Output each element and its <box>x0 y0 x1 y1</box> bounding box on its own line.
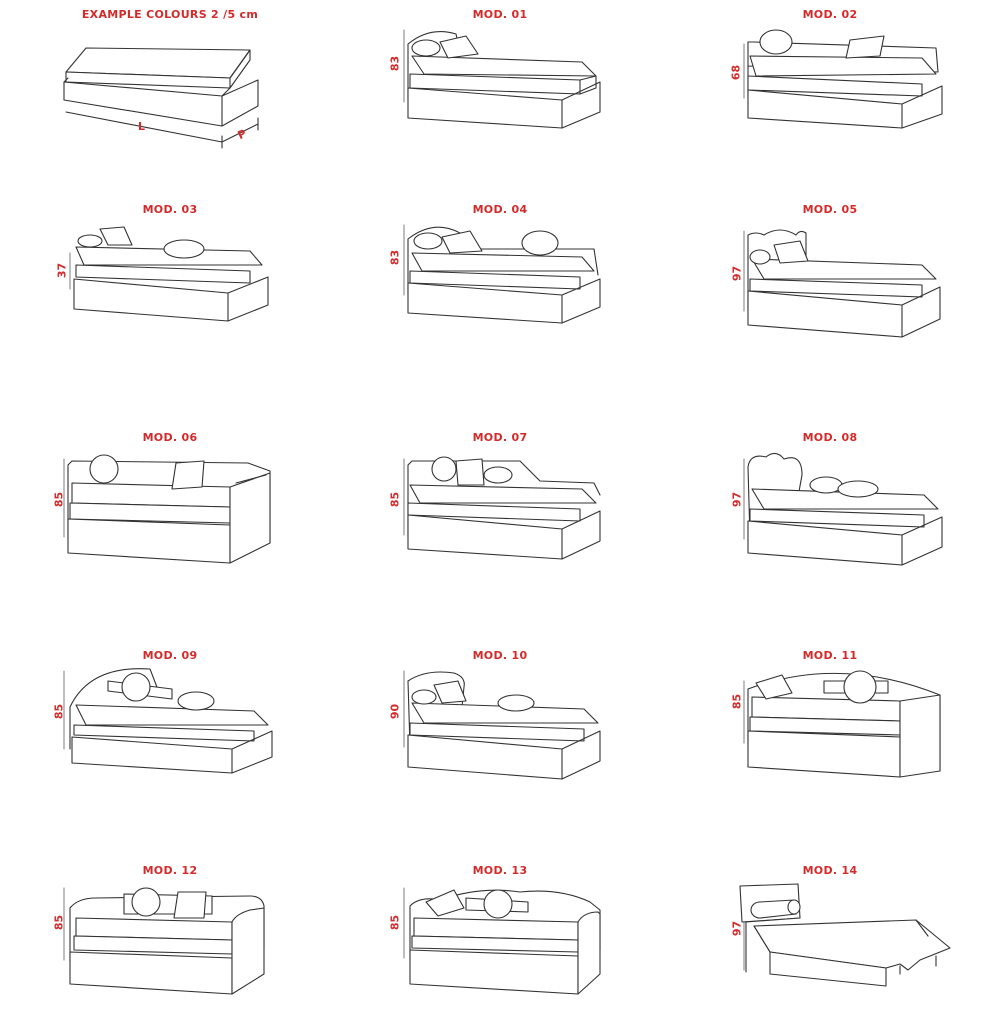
bed-drawing-mod-06 <box>63 454 271 564</box>
model-cell-mod-05: MOD. 05 97 <box>660 195 1000 375</box>
model-title: MOD. 07 <box>472 431 528 444</box>
model-title: MOD. 02 <box>802 8 858 21</box>
model-title: MOD. 14 <box>802 864 858 877</box>
example-bed-drawing <box>63 47 259 149</box>
bed-drawing-mod-12 <box>63 887 265 995</box>
model-title: MOD. 01 <box>472 8 528 21</box>
bed-drawing-mod-02 <box>743 29 943 129</box>
model-cell-mod-10: MOD. 10 90 <box>330 641 670 821</box>
model-cell-mod-14: MOD. 14 97 <box>660 856 1000 1036</box>
model-cell-mod-12: MOD. 12 85 <box>0 856 340 1036</box>
bed-drawing-mod-07 <box>403 456 601 560</box>
bed-drawing-mod-04 <box>403 224 601 324</box>
example-diagram: EXAMPLE COLOURS 2 /5 cm L P <box>0 0 340 180</box>
model-title: MOD. 08 <box>802 431 858 444</box>
model-title: MOD. 10 <box>472 649 528 662</box>
bed-drawing-mod-14 <box>739 883 951 987</box>
example-title: EXAMPLE COLOURS 2 /5 cm <box>81 8 259 21</box>
bed-drawing-mod-08 <box>743 452 943 566</box>
model-cell-mod-13: MOD. 13 85 <box>330 856 670 1036</box>
model-cell-mod-02: MOD. 02 68 <box>660 0 1000 180</box>
bed-drawing-mod-10 <box>403 670 601 780</box>
bed-drawing-mod-09 <box>63 668 273 774</box>
model-cell-mod-11: MOD. 11 85 <box>660 641 1000 821</box>
bed-drawing-mod-13 <box>403 887 601 995</box>
model-cell-mod-03: MOD. 03 37 <box>0 195 340 375</box>
model-title: MOD. 04 <box>472 203 528 216</box>
bed-drawing-mod-01 <box>403 29 601 129</box>
model-title: MOD. 05 <box>802 203 858 216</box>
bed-drawing-mod-11 <box>743 670 941 778</box>
bed-drawing-mod-05 <box>743 229 941 338</box>
bed-drawing-mod-03 <box>69 226 269 322</box>
model-title: MOD. 13 <box>472 864 528 877</box>
model-cell-mod-01: MOD. 01 83 <box>330 0 670 180</box>
model-title: MOD. 06 <box>142 431 198 444</box>
model-cell-mod-04: MOD. 04 83 <box>330 195 670 375</box>
model-cell-mod-08: MOD. 08 97 <box>660 423 1000 603</box>
model-cell-mod-07: MOD. 07 85 <box>330 423 670 603</box>
model-title: MOD. 03 <box>142 203 198 216</box>
length-dimension-label: L <box>138 120 146 133</box>
model-cell-mod-06: MOD. 06 85 <box>0 423 340 603</box>
model-cell-mod-09: MOD. 09 85 <box>0 641 340 821</box>
model-title: MOD. 12 <box>142 864 198 877</box>
model-title: MOD. 11 <box>802 649 858 662</box>
model-title: MOD. 09 <box>142 649 198 662</box>
